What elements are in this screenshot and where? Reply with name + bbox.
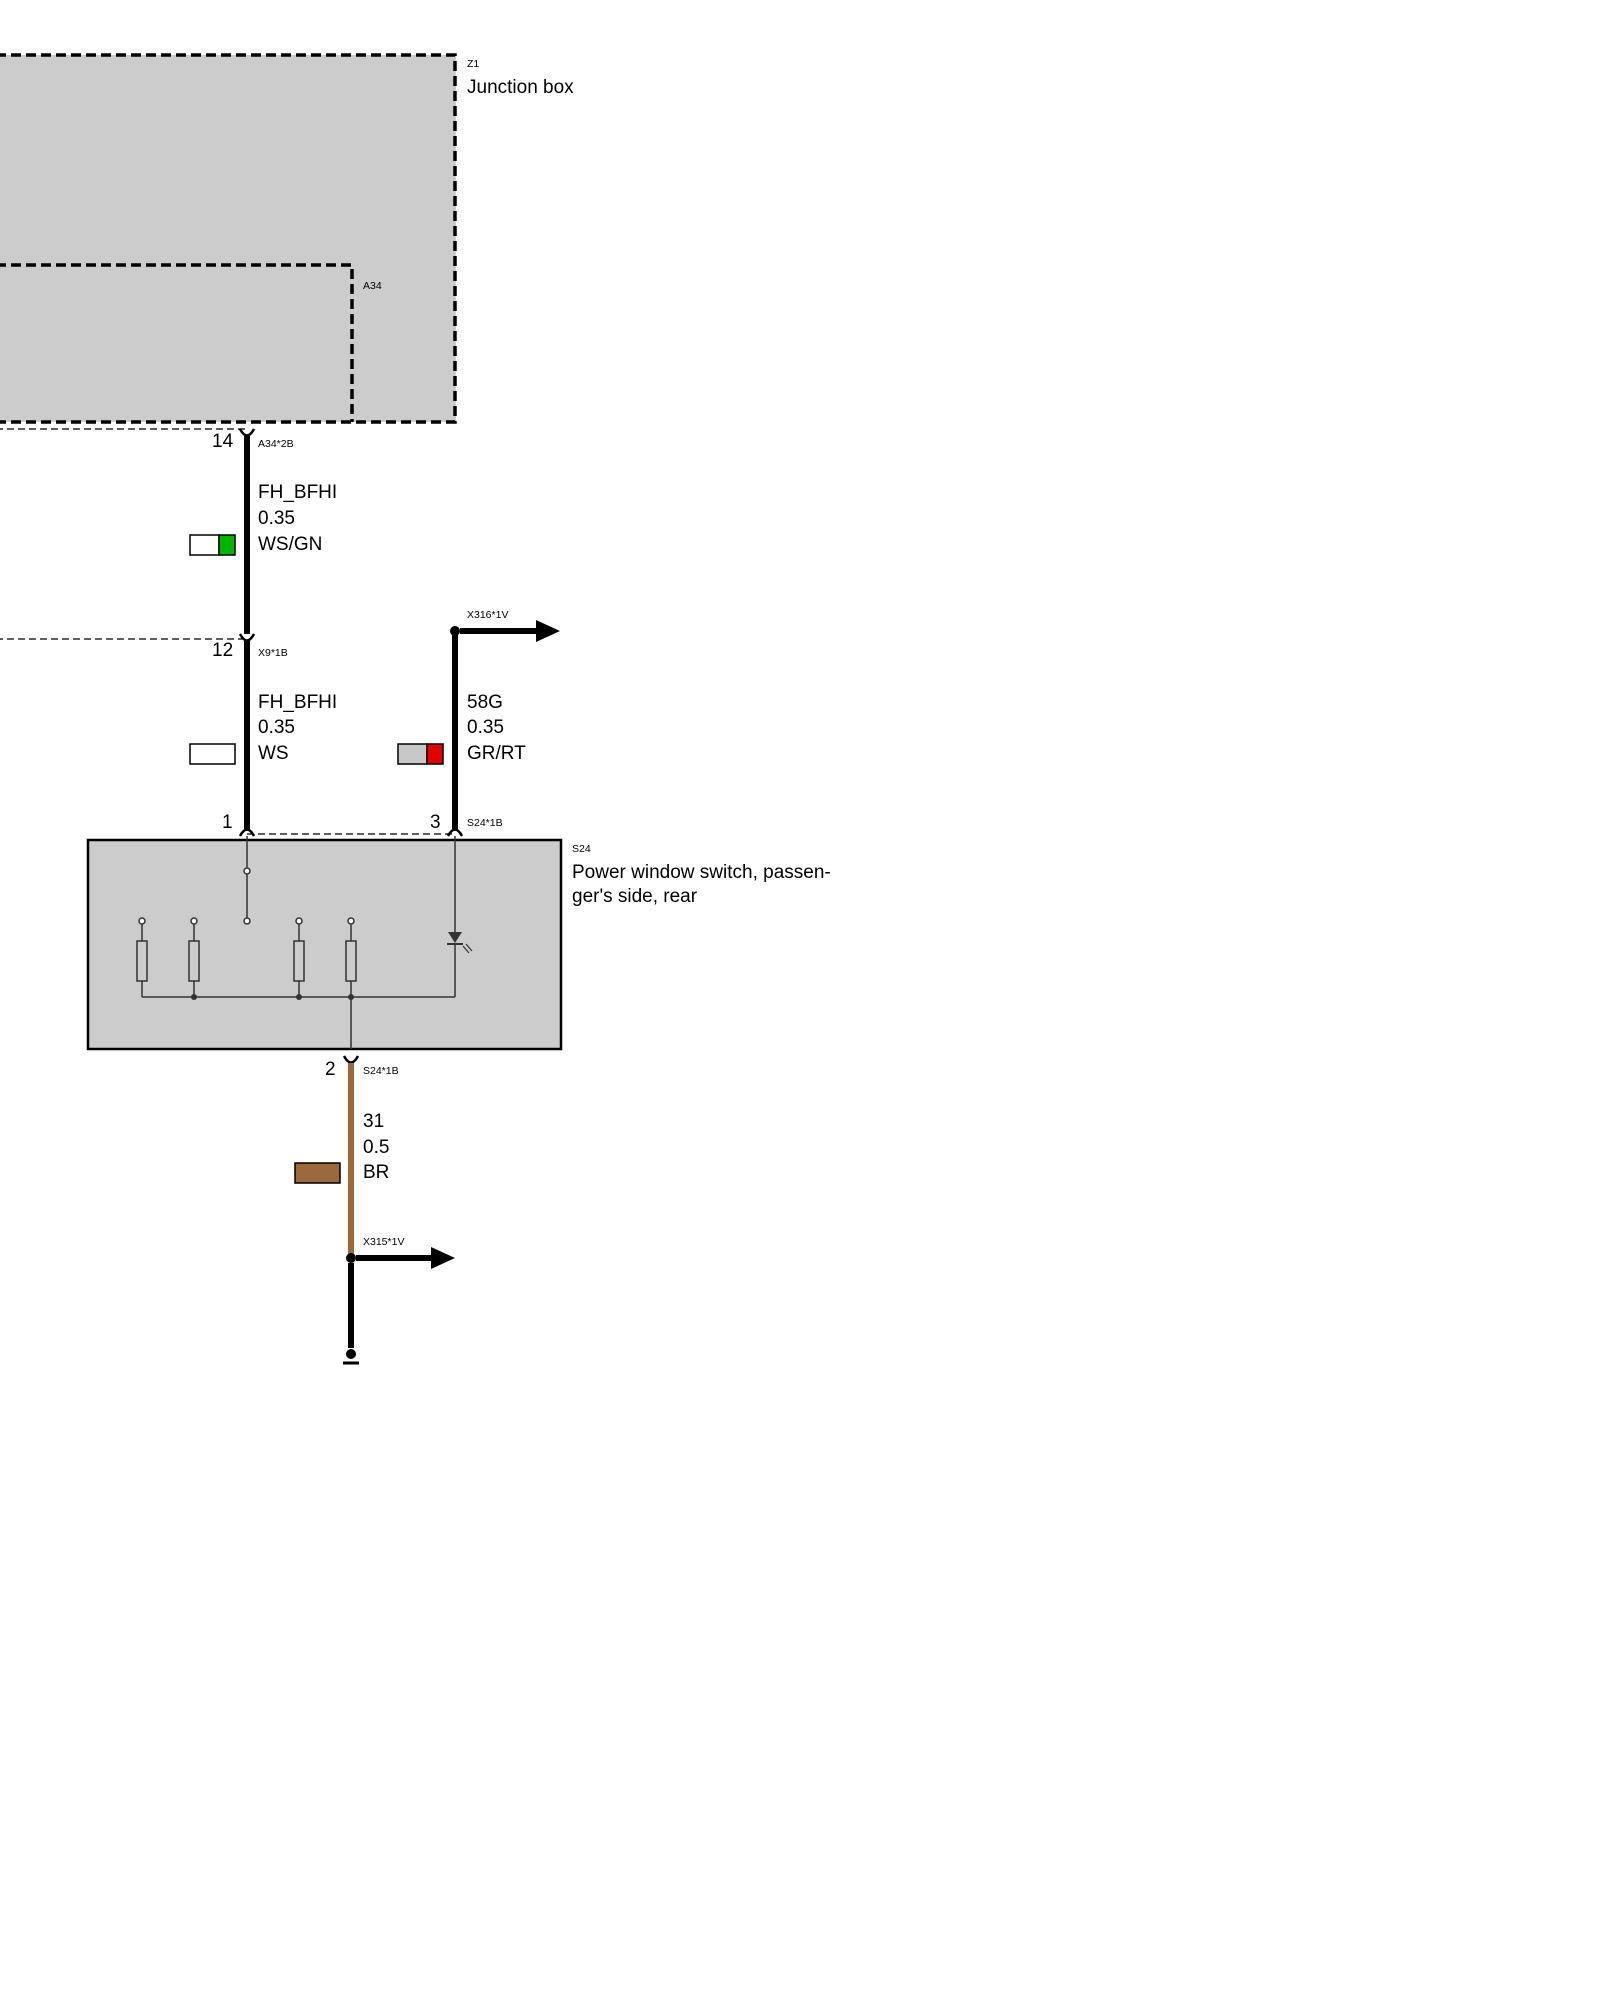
- splice-x315-icon: [346, 1253, 356, 1263]
- connector-x315-label: X315*1V: [363, 1236, 404, 1248]
- pin-1: 1: [222, 812, 233, 833]
- wire-ground-signal: 31: [363, 1111, 384, 1132]
- wire-middle-size: 0.35: [258, 717, 295, 738]
- led-diode-icon: [447, 932, 473, 954]
- pin-12: 12: [212, 640, 233, 661]
- switch-internal-circuit: [136, 836, 456, 1049]
- junction-box-name: Junction box: [467, 77, 574, 98]
- junction-dots: [191, 994, 354, 1000]
- wire-ground-size: 0.5: [363, 1137, 389, 1158]
- switch-s24-box: [86, 838, 563, 1051]
- connector-s24-pin3-label: S24*1B: [467, 817, 503, 829]
- wire-right-color: GR/RT: [467, 743, 526, 764]
- connector-x316-label: X316*1V: [467, 609, 508, 621]
- pin-14: 14: [212, 431, 234, 452]
- wire-ground-color: BR: [363, 1162, 389, 1183]
- wire-right-size: 0.35: [467, 717, 504, 738]
- connector-s24-pin2-icon: [342, 1055, 360, 1064]
- wire-upper-size: 0.35: [258, 508, 295, 529]
- wire-right-color-swatch: [397, 743, 444, 765]
- ground-icon: [343, 1349, 359, 1365]
- connector-s24-pin1-icon: [238, 828, 256, 837]
- wire-right-signal: 58G: [467, 692, 503, 713]
- wire-ground-color-swatch: [294, 1162, 341, 1184]
- wire-middle-color: WS: [258, 743, 289, 764]
- junction-box: [0, 53, 457, 430]
- wire-upper-signal: FH_BFHI: [258, 482, 337, 503]
- wire-upper-color: WS/GN: [258, 534, 322, 555]
- junction-box-id: Z1: [467, 58, 479, 70]
- arrow-x316-icon: [460, 620, 560, 642]
- switch-s24-name-line2: ger's side, rear: [572, 886, 698, 907]
- wire-middle-color-swatch: [189, 743, 236, 765]
- connector-x9-1b-icon: [238, 633, 256, 642]
- switch-s24-name-line1: Power window switch, passen-: [572, 862, 831, 883]
- connector-x9-1b-label: X9*1B: [258, 647, 288, 659]
- arrow-x315-icon: [356, 1247, 455, 1269]
- pin-3: 3: [430, 812, 441, 833]
- connector-s24-pin2-label: S24*1B: [363, 1065, 399, 1077]
- switch-s24-id: S24: [572, 843, 591, 855]
- wire-upper-color-swatch: [189, 534, 236, 556]
- wire-middle-signal: FH_BFHI: [258, 692, 337, 713]
- connector-a34-2b-label: A34*2B: [258, 438, 294, 450]
- splice-x316-icon: [450, 626, 460, 636]
- pin-2: 2: [325, 1059, 336, 1080]
- module-a34-id: A34: [363, 280, 382, 292]
- connector-s24-pin3-icon: [446, 828, 464, 837]
- connector-a34-2b-icon: [238, 428, 256, 437]
